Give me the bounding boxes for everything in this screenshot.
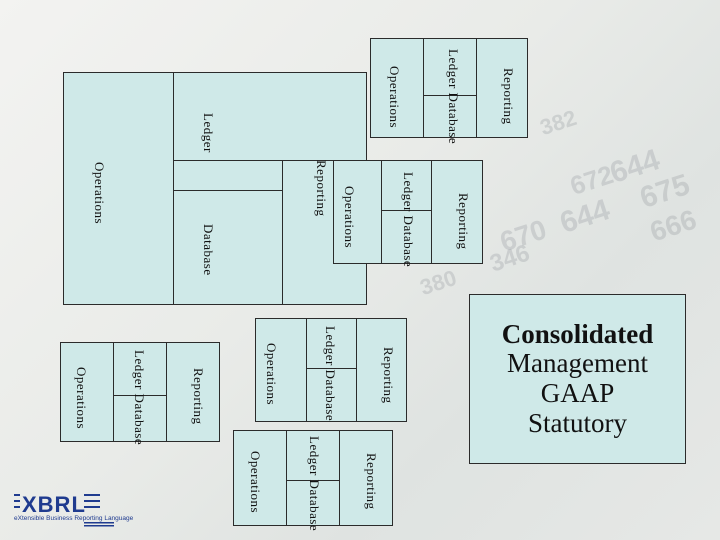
- structure-b-reporting-label: Reporting: [315, 160, 328, 217]
- svg-text:eXtensible Business Reporting: eXtensible Business Reporting Language: [14, 515, 134, 522]
- structure-f-operations-label: Operations: [249, 451, 262, 513]
- structure-c-reporting-label: Reporting: [457, 193, 470, 250]
- structure-b-ledger-label: Ledger: [202, 113, 215, 153]
- structure-e-ledger-database-label: Ledger Database: [133, 350, 146, 445]
- structure-d-reporting-label: Reporting: [382, 347, 395, 404]
- structure-f-reporting-label: Reporting: [365, 453, 378, 510]
- structure-b-database-label: Database: [202, 224, 215, 276]
- legend-item-statutory: Statutory: [528, 409, 627, 439]
- structure-c-operations-label: Operations: [343, 186, 356, 248]
- structure-d-ledger-database-label: Ledger Database: [324, 326, 337, 421]
- svg-text:XBRL: XBRL: [22, 492, 86, 517]
- structure-a-reporting-label: Reporting: [502, 68, 515, 125]
- xbrl-logo: XBRL eXtensible Business Reporting Langu…: [14, 490, 134, 535]
- structure-e-operations-label: Operations: [75, 367, 88, 429]
- reporting-types-legend: Consolidated Management GAAP Statutory: [469, 294, 686, 464]
- structure-a-ledger-database-label: Ledger Database: [447, 49, 460, 144]
- structure-f-ledger-database-label: Ledger Database: [308, 436, 321, 531]
- structure-b-operations-label: Operations: [93, 162, 106, 224]
- structure-e-reporting-label: Reporting: [192, 368, 205, 425]
- legend-item-consolidated: Consolidated: [502, 320, 654, 350]
- legend-item-gaap: GAAP: [541, 379, 615, 409]
- structure-a-operations-label: Operations: [388, 66, 401, 128]
- structure-c-ledger-database-label: Ledger Database: [402, 172, 415, 267]
- structure-d-operations-label: Operations: [265, 343, 278, 405]
- legend-item-management: Management: [507, 349, 648, 379]
